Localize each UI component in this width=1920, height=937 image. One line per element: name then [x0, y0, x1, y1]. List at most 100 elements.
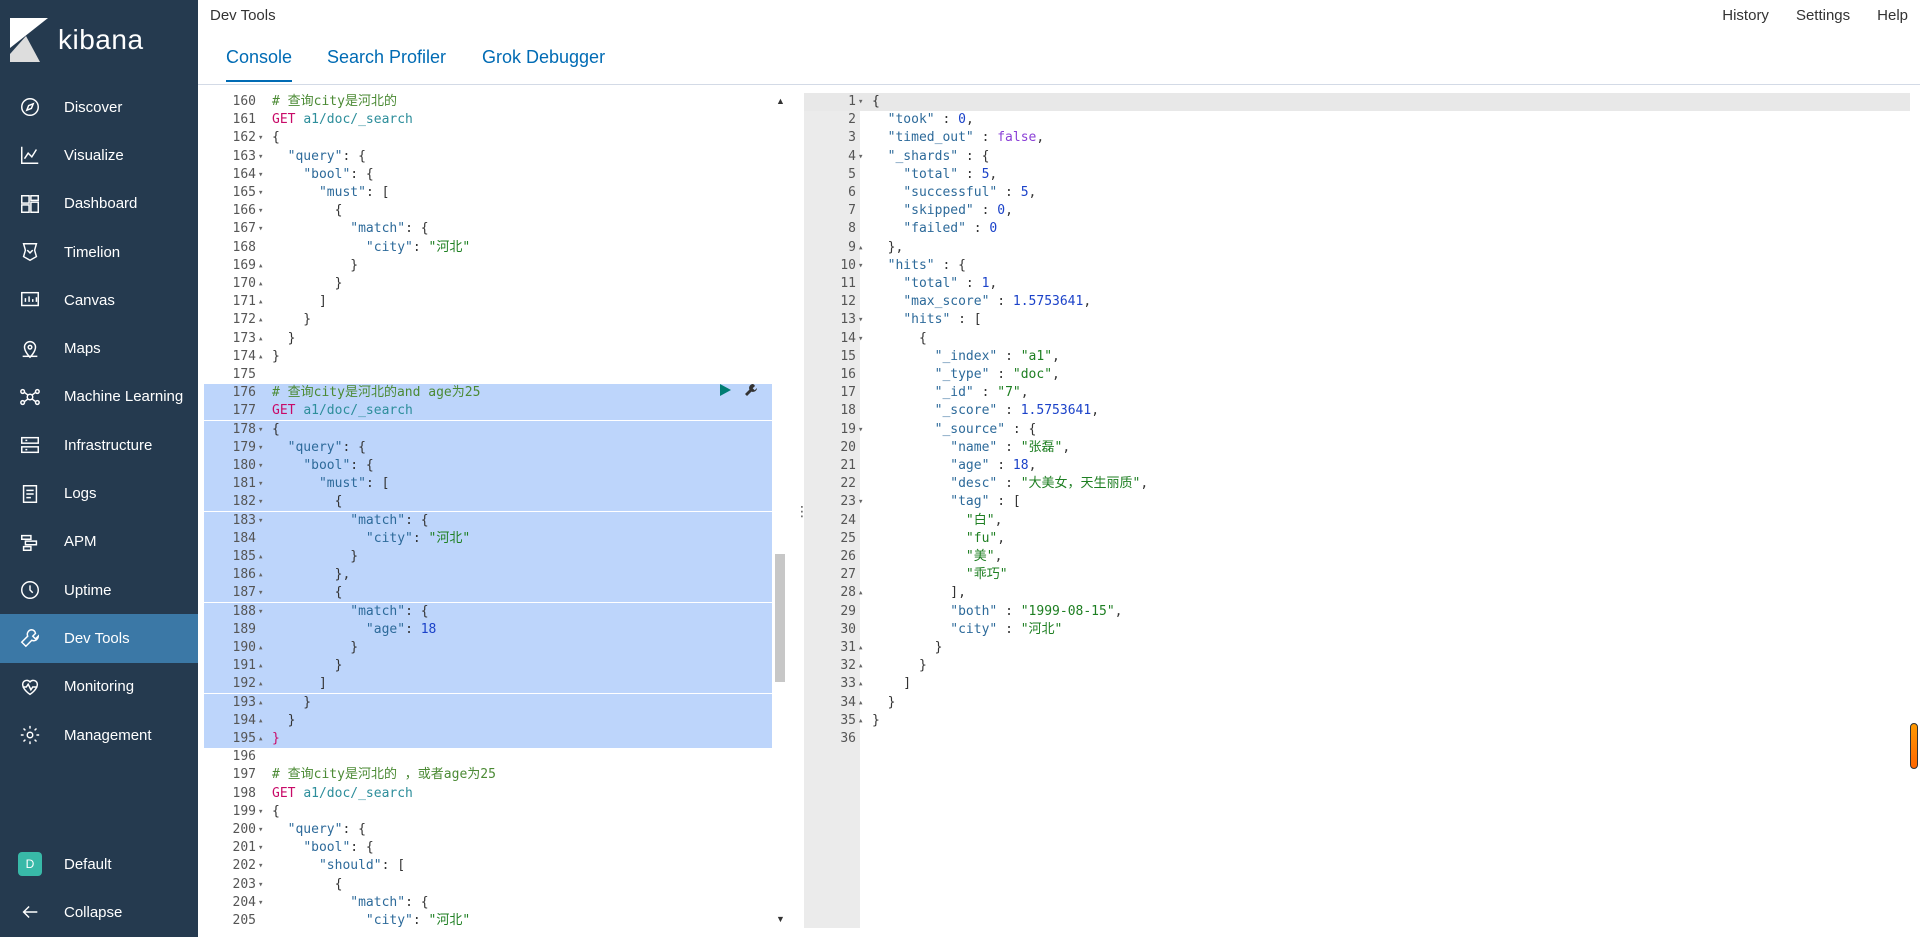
fold-toggle-icon[interactable]: ▴ — [258, 715, 264, 726]
fold-toggle-icon[interactable]: ▴ — [858, 697, 864, 708]
tab-search-profiler[interactable]: Search Profiler — [327, 47, 447, 67]
fold-toggle-icon[interactable]: ▾ — [258, 461, 264, 471]
play-icon[interactable] — [718, 383, 732, 397]
fold-toggle-icon[interactable]: ▾ — [258, 825, 264, 835]
fold-toggle-icon[interactable]: ▴ — [258, 333, 264, 344]
fold-toggle-icon[interactable]: ▴ — [258, 351, 264, 362]
help-link[interactable]: Help — [1877, 7, 1908, 24]
fold-toggle-icon[interactable]: ▴ — [258, 260, 264, 271]
fold-toggle-icon[interactable]: ▴ — [258, 679, 264, 690]
fold-toggle-icon[interactable]: ▴ — [258, 297, 264, 308]
fold-toggle-icon[interactable]: ▾ — [858, 315, 864, 326]
tab-console[interactable]: Console — [226, 47, 293, 82]
fold-toggle-icon[interactable]: ▾ — [258, 806, 264, 817]
fold-toggle-icon[interactable]: ▾ — [258, 879, 264, 890]
fold-toggle-icon[interactable]: ▴ — [258, 315, 264, 326]
code-token: } — [872, 712, 880, 728]
request-scrollbar[interactable]: ▲ ▼ — [774, 96, 786, 926]
fold-toggle-icon[interactable]: ▴ — [858, 242, 864, 253]
sidebar-item-logs[interactable]: Logs — [0, 469, 198, 517]
fold-toggle-icon[interactable]: ▾ — [258, 169, 264, 180]
sidebar-item-maps[interactable]: Maps — [0, 324, 198, 372]
fold-toggle-icon[interactable]: ▾ — [858, 424, 864, 435]
code-text: ] — [272, 293, 327, 311]
fold-toggle-icon[interactable]: ▾ — [258, 497, 264, 508]
fold-toggle-icon[interactable]: ▴ — [258, 552, 264, 562]
code-text: { — [272, 803, 280, 821]
fold-toggle-icon[interactable]: ▾ — [258, 206, 264, 217]
fold-toggle-icon[interactable]: ▾ — [258, 151, 264, 162]
fold-toggle-icon[interactable]: ▾ — [258, 843, 264, 854]
code-token — [872, 276, 903, 291]
fold-toggle-icon[interactable]: ▴ — [858, 588, 864, 599]
space-selector[interactable]: D Default — [0, 840, 198, 888]
code-text: } — [272, 330, 296, 348]
sidebar-item-discover[interactable]: Discover — [0, 83, 198, 131]
code-token — [872, 422, 935, 437]
code-line: 166▾ { — [204, 202, 772, 220]
resize-handle[interactable] — [1910, 723, 1918, 769]
sidebar-item-visualize[interactable]: Visualize — [0, 131, 198, 179]
fold-toggle-icon[interactable]: ▾ — [258, 224, 264, 235]
code-line: 204▾ "match": { — [204, 894, 772, 912]
sidebar-item-management[interactable]: Management — [0, 711, 198, 759]
sidebar-item-machine-learning[interactable]: Machine Learning — [0, 373, 198, 421]
fold-toggle-icon[interactable]: ▾ — [258, 442, 264, 453]
code-token: "大美女，天生丽质" — [1020, 476, 1141, 492]
fold-toggle-icon[interactable]: ▴ — [258, 734, 264, 744]
response-editor[interactable]: 1▾{2 "took" : 0,3 "timed_out" : false,4▾… — [804, 93, 1910, 928]
sidebar-item-canvas[interactable]: Canvas — [0, 276, 198, 324]
fold-toggle-icon[interactable]: ▾ — [858, 97, 864, 107]
sidebar-item-infrastructure[interactable]: Infrastructure — [0, 421, 198, 469]
fold-toggle-icon[interactable]: ▾ — [858, 333, 864, 344]
code-token: } — [872, 658, 927, 674]
fold-toggle-icon[interactable]: ▴ — [258, 697, 264, 708]
fold-toggle-icon[interactable]: ▾ — [858, 151, 864, 162]
fold-toggle-icon[interactable]: ▾ — [258, 133, 264, 144]
code-token: "1999-08-15" — [1020, 603, 1115, 619]
fold-toggle-icon[interactable]: ▴ — [258, 279, 264, 289]
scroll-thumb[interactable] — [775, 554, 785, 682]
sidebar-item-dashboard[interactable]: Dashboard — [0, 180, 198, 228]
code-token — [272, 840, 303, 855]
scroll-down-icon[interactable]: ▼ — [776, 914, 785, 924]
code-line: 179▾ "query": { — [204, 438, 772, 457]
sidebar-item-timelion[interactable]: Timelion — [0, 228, 198, 276]
wrench-icon[interactable] — [744, 383, 758, 397]
line-number: 12 — [840, 294, 856, 310]
fold-toggle-icon[interactable]: ▾ — [258, 424, 264, 435]
fold-toggle-icon[interactable]: ▾ — [258, 479, 264, 490]
code-text: "match": { — [272, 603, 428, 621]
breadcrumb[interactable]: Dev Tools — [210, 7, 276, 24]
fold-toggle-icon[interactable]: ▾ — [858, 260, 864, 271]
code-token: 18 — [420, 621, 437, 637]
history-link[interactable]: History — [1722, 7, 1769, 24]
fold-toggle-icon[interactable]: ▾ — [258, 588, 264, 599]
sidebar-item-monitoring[interactable]: Monitoring — [0, 663, 198, 711]
fold-toggle-icon[interactable]: ▾ — [258, 861, 264, 872]
fold-toggle-icon[interactable]: ▴ — [258, 570, 264, 581]
fold-toggle-icon[interactable]: ▴ — [258, 643, 264, 653]
fold-toggle-icon[interactable]: ▴ — [858, 661, 864, 672]
sidebar-item-dev-tools[interactable]: Dev Tools — [0, 614, 198, 663]
code-token: , — [1140, 476, 1149, 492]
tab-grok-debugger[interactable]: Grok Debugger — [482, 47, 606, 67]
collapse-button[interactable]: Collapse — [0, 888, 198, 936]
fold-toggle-icon[interactable]: ▾ — [258, 515, 264, 526]
sidebar-item-uptime[interactable]: Uptime — [0, 566, 198, 614]
fold-toggle-icon[interactable]: ▾ — [258, 897, 264, 908]
scroll-up-icon[interactable]: ▲ — [776, 96, 785, 106]
fold-toggle-icon[interactable]: ▴ — [858, 643, 864, 653]
sidebar-item-apm[interactable]: APM — [0, 518, 198, 566]
code-text: "timed_out" : false, — [872, 129, 1045, 147]
settings-link[interactable]: Settings — [1795, 7, 1851, 24]
fold-toggle-icon[interactable]: ▴ — [858, 679, 864, 690]
fold-toggle-icon[interactable]: ▾ — [858, 497, 864, 508]
fold-toggle-icon[interactable]: ▾ — [258, 606, 264, 617]
fold-toggle-icon[interactable]: ▴ — [258, 661, 264, 672]
kibana-logo[interactable]: kibana — [0, 0, 198, 80]
code-token: : { — [934, 257, 966, 273]
fold-toggle-icon[interactable]: ▾ — [258, 188, 264, 198]
fold-toggle-icon[interactable]: ▴ — [858, 715, 864, 726]
